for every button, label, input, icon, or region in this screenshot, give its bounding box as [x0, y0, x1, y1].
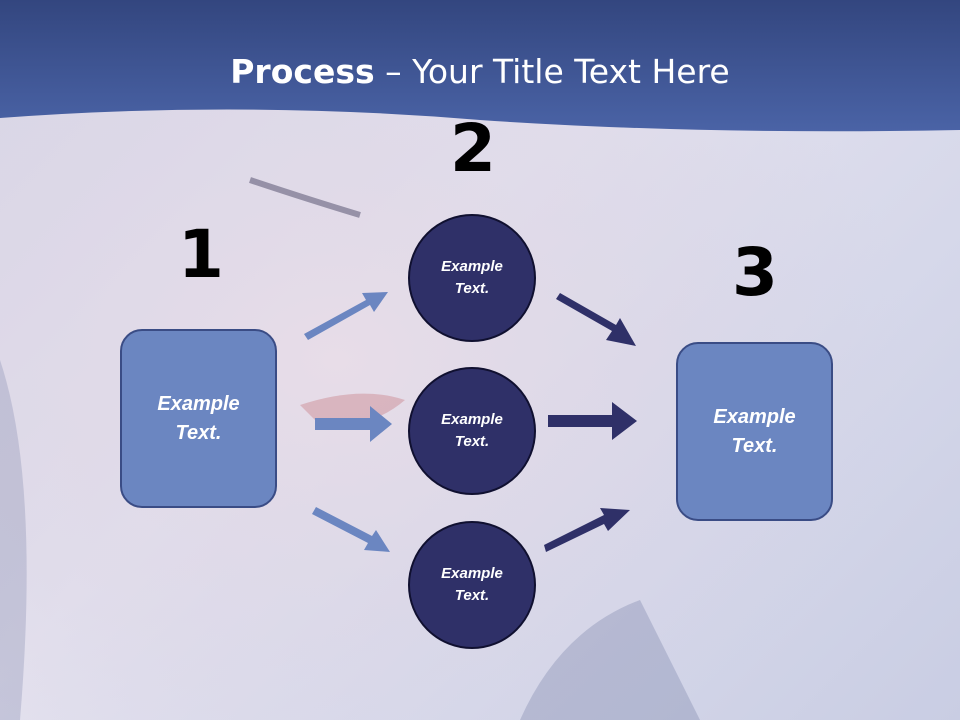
eyebrow-shape [249, 177, 361, 218]
right-box-line2: Text. [731, 434, 778, 457]
left-box-text: Example Text. [157, 390, 239, 448]
arrows-light [304, 292, 392, 552]
arrow-from-circle-1 [556, 293, 636, 346]
arrow-to-circle-1 [304, 292, 388, 340]
circle-1-line2: Text. [454, 280, 490, 297]
left-box-line2: Text. [175, 421, 222, 444]
step-number-2: 2 [450, 110, 496, 187]
circle-2-line2: Text. [454, 433, 490, 450]
step-number-1: 1 [178, 216, 224, 293]
arrow-to-circle-3 [312, 507, 390, 552]
hair-shape [0, 360, 27, 720]
lips-shape [300, 393, 405, 426]
left-box-line1: Example [157, 392, 240, 415]
title-rest: – Your Title Text Here [374, 52, 730, 91]
right-box: Example Text. [676, 342, 833, 521]
arrow-to-circle-2 [315, 406, 392, 442]
circle-3-line1: Example [441, 564, 503, 582]
circle-2-line1: Example [441, 410, 503, 428]
slide-title: Process – Your Title Text Here [0, 52, 960, 91]
circle-1-line1: Example [441, 257, 503, 275]
arrows-dark [544, 293, 637, 552]
title-bold: Process [230, 52, 375, 91]
right-box-text: Example Text. [713, 403, 795, 461]
left-box: Example Text. [120, 329, 277, 508]
right-box-line1: Example [713, 405, 796, 428]
arrow-from-circle-3 [544, 508, 630, 552]
shoulder-shape [520, 600, 700, 720]
step-number-3: 3 [732, 234, 778, 311]
arrow-from-circle-2 [548, 402, 637, 440]
header-band [0, 0, 960, 132]
circle-3-line2: Text. [454, 587, 490, 604]
